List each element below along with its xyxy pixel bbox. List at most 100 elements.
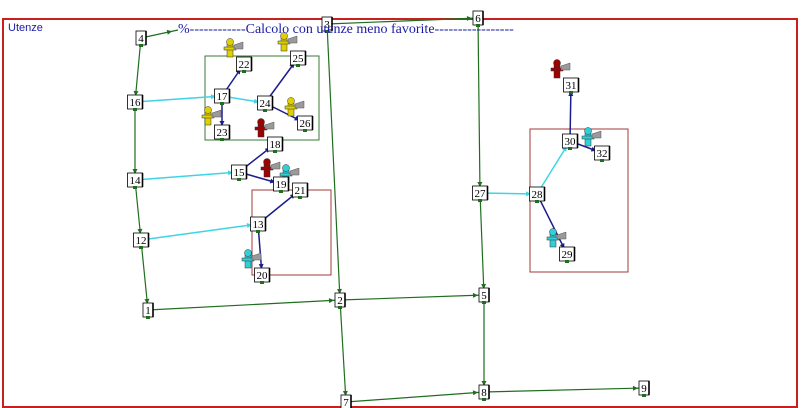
pipe-arrow-3-2 [336, 288, 342, 295]
node-8[interactable]: 8 [478, 384, 490, 401]
node-label-16: 16 [130, 97, 142, 109]
node-20[interactable]: 20 [254, 267, 271, 284]
node-label-27: 27 [475, 188, 487, 200]
node-28[interactable]: 28 [529, 186, 546, 203]
user-icon-26[interactable] [284, 97, 305, 117]
node-label-23: 23 [217, 127, 229, 139]
pipe-arrow-1-2 [328, 298, 335, 304]
user-icon-29[interactable] [546, 228, 567, 248]
node-label-24: 24 [260, 98, 272, 110]
pipe-arrow-8-9 [632, 385, 639, 391]
pipe-arrow-3-6 [466, 15, 473, 21]
node-25[interactable]: 25 [290, 50, 307, 67]
pipe-27-5[interactable] [479, 192, 485, 296]
user-icon-22[interactable] [223, 38, 244, 58]
pipe-8-9[interactable] [483, 387, 645, 393]
node-26[interactable]: 26 [297, 115, 314, 132]
user-icon-25[interactable] [277, 32, 298, 52]
user-icon-21[interactable] [279, 164, 300, 184]
node-21[interactable]: 21 [292, 182, 309, 199]
node-label-20: 20 [257, 270, 269, 282]
node-label-13: 13 [253, 219, 265, 231]
pipe-6-27[interactable] [477, 17, 481, 194]
node-2[interactable]: 2 [334, 292, 346, 309]
node-label-25: 25 [293, 53, 305, 65]
node-label-22: 22 [239, 59, 250, 71]
pipe-3-2[interactable] [326, 23, 341, 301]
node-27[interactable]: 27 [472, 185, 489, 202]
node-6[interactable]: 6 [472, 10, 484, 27]
pipe-arrow-13-20 [258, 263, 264, 270]
node-label-8: 8 [481, 387, 487, 399]
user-icon-20[interactable] [241, 249, 262, 269]
pipe-1-2[interactable] [147, 299, 341, 311]
node-label-12: 12 [136, 235, 147, 247]
pipe-2-5[interactable] [339, 294, 485, 301]
calculation-header: %------------Calcolo con utenze meno fav… [178, 22, 514, 37]
node-label-7: 7 [343, 397, 349, 408]
pipe-7-8[interactable] [345, 391, 485, 403]
pipe-arrow-16-17 [210, 94, 217, 100]
pipe-2-7[interactable] [339, 299, 347, 403]
node-12[interactable]: 12 [133, 232, 150, 249]
pipe-arrow-14-12 [137, 228, 143, 235]
pipe-arrow-6-27 [477, 181, 483, 188]
node-label-29: 29 [562, 249, 574, 261]
node-29[interactable]: 29 [559, 246, 576, 263]
pipe-12-13[interactable] [140, 223, 259, 241]
node-16[interactable]: 16 [127, 94, 144, 111]
pipe-arrow-27-28 [525, 191, 532, 197]
node-15[interactable]: 15 [231, 164, 248, 181]
node-22[interactable]: 22 [236, 56, 253, 73]
node-24[interactable]: 24 [257, 95, 274, 112]
node-32[interactable]: 32 [594, 145, 611, 162]
node-label-9: 9 [641, 383, 647, 395]
node-3[interactable]: 3 [321, 16, 333, 33]
node-label-6: 6 [475, 13, 481, 25]
user-icon-23[interactable] [201, 106, 222, 126]
pipe-3-6[interactable] [326, 17, 479, 25]
node-5[interactable]: 5 [478, 287, 490, 304]
user-icon-18[interactable] [254, 118, 275, 138]
pipe-arrow-16-14 [132, 169, 138, 174]
user-icon-31[interactable] [550, 59, 571, 79]
node-13[interactable]: 13 [250, 216, 267, 233]
pipe-arrow-14-15 [227, 170, 234, 176]
node-14[interactable]: 14 [127, 172, 144, 189]
zone-17 [204, 55, 320, 141]
panel-title: Utenze [8, 22, 43, 34]
node-30[interactable]: 30 [562, 133, 579, 150]
pipe-arrow-17-24 [253, 98, 260, 104]
user-icon-32[interactable] [581, 127, 602, 147]
pipe-arrow-7-8 [472, 390, 479, 396]
node-4[interactable]: 4 [135, 30, 147, 47]
node-label-21: 21 [295, 185, 306, 197]
node-label-31: 31 [566, 80, 577, 92]
node-17[interactable]: 17 [214, 88, 231, 105]
node-7[interactable]: 7 [340, 394, 352, 408]
node-label-28: 28 [532, 189, 544, 201]
pipe-arrow-27-5 [481, 283, 487, 290]
pipe-12-1[interactable] [140, 239, 149, 311]
node-9[interactable]: 9 [638, 380, 650, 397]
node-31[interactable]: 31 [563, 77, 580, 94]
node-19[interactable]: 19 [273, 176, 290, 193]
node-label-4: 4 [138, 33, 144, 45]
pipe-arrow-17-23 [219, 121, 225, 126]
pipe-16-17[interactable] [134, 95, 223, 103]
panel-frame [2, 18, 798, 408]
user-icon-19[interactable] [260, 158, 281, 178]
node-label-3: 3 [324, 19, 330, 31]
node-label-5: 5 [481, 290, 487, 302]
node-23[interactable]: 23 [214, 124, 231, 141]
pipe-28-29[interactable] [536, 193, 568, 255]
node-label-32: 32 [597, 148, 608, 160]
node-label-14: 14 [130, 175, 142, 187]
node-1[interactable]: 1 [142, 302, 154, 319]
node-label-26: 26 [300, 118, 312, 130]
node-18[interactable]: 18 [267, 136, 284, 153]
pipe-14-15[interactable] [134, 171, 240, 181]
node-label-15: 15 [234, 167, 246, 179]
